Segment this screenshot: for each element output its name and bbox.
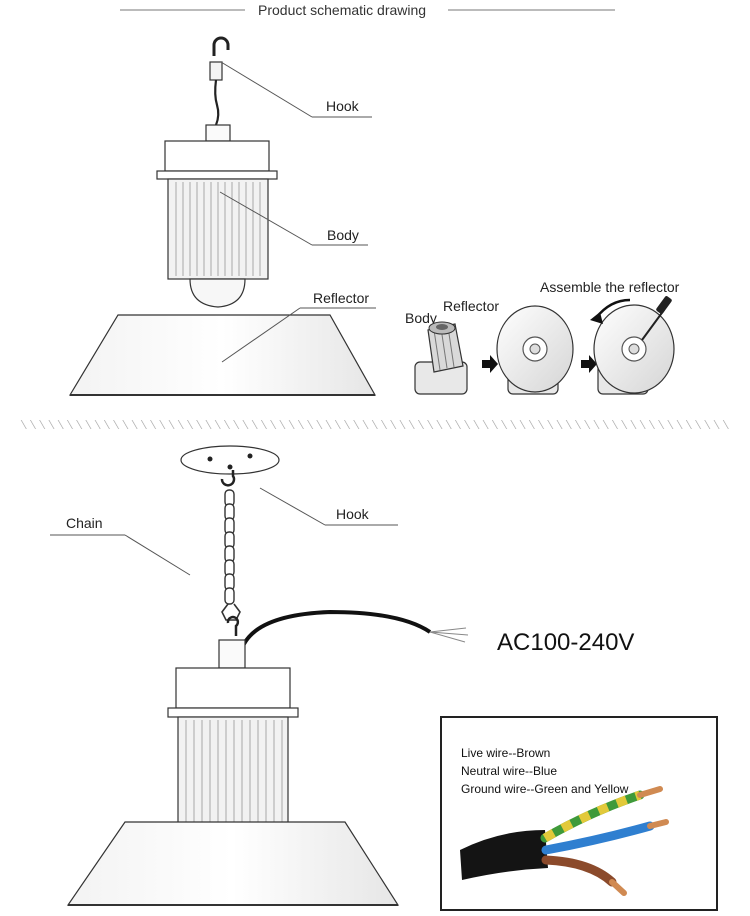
bottom-hook-label: Hook (336, 506, 370, 522)
heatsink-fins (175, 182, 261, 276)
screwdriver-icon (641, 309, 665, 341)
neutral-wire-copper (647, 819, 669, 829)
bottom-driver-flange (167, 707, 299, 718)
cable-strands (429, 627, 469, 643)
reflector-label: Reflector (313, 290, 369, 306)
header: Product schematic drawing (120, 2, 615, 18)
cable-photo-illustration (460, 786, 669, 896)
top-lamp-illustration (68, 36, 377, 396)
page-title: Product schematic drawing (258, 2, 426, 18)
ground-wire-copper (637, 786, 663, 798)
ceiling-plate (180, 445, 280, 475)
bottom-lamp-illustration (66, 445, 469, 906)
live-wire-label: Live wire--Brown (461, 746, 550, 760)
neutral-wire-label: Neutral wire--Blue (461, 764, 557, 778)
assembly-title: Assemble the reflector (540, 279, 680, 295)
hook-fitting (209, 61, 223, 81)
assembly-step-1 (414, 321, 468, 395)
wire-legend-frame (440, 716, 718, 911)
power-cable (238, 609, 432, 656)
chain-label: Chain (66, 515, 103, 531)
assembly-step-3 (590, 296, 675, 395)
neutral-wire (541, 821, 655, 855)
assembly-steps: Assemble the reflector Body Reflector (405, 279, 680, 395)
suspension-cable (214, 79, 220, 126)
chain-shackle (221, 603, 241, 621)
body-leader-line (219, 191, 313, 246)
reflector-leader-line (221, 307, 301, 363)
bottom-driver-box (175, 667, 291, 709)
driver-box (164, 140, 270, 172)
section-divider (18, 420, 732, 429)
assembly-step-2 (496, 305, 574, 395)
bottom-heatsink (177, 716, 289, 836)
voltage-label: AC100-240V (497, 629, 634, 656)
bottom-hook-leader-line (259, 487, 326, 526)
reflector-shade (68, 314, 377, 396)
assembly-body-label: Body (405, 310, 437, 326)
top-callouts: Hook Body Reflector (219, 61, 376, 363)
cable-jacket (460, 830, 548, 880)
body-label: Body (327, 227, 359, 243)
bottom-callouts: Chain Hook AC100-240V (50, 487, 634, 656)
hook-icon (212, 36, 230, 56)
hook-label: Hook (326, 98, 360, 114)
step-arrow-2 (581, 355, 597, 373)
wire-legend-box: Live wire--Brown Neutral wire--Blue Grou… (440, 716, 718, 911)
ceiling-hook-icon (220, 470, 236, 487)
step-arrow-1 (482, 355, 498, 373)
hook-leader-line (220, 61, 313, 118)
lamp-neck (205, 124, 231, 142)
live-wire-copper (609, 879, 627, 896)
bottom-lamp-neck (218, 639, 246, 669)
assembly-reflector-label: Reflector (443, 298, 499, 314)
live-wire (541, 855, 617, 887)
ground-wire-label: Ground wire--Green and Yellow (461, 782, 629, 796)
bottom-reflector-shade (66, 821, 400, 906)
ground-wire (540, 790, 645, 843)
lamp-lens (189, 278, 246, 308)
driver-flange (156, 170, 278, 180)
chain-links (224, 489, 235, 605)
lamp-hook-icon (226, 615, 240, 636)
bottom-heatsink-fins (185, 720, 283, 832)
